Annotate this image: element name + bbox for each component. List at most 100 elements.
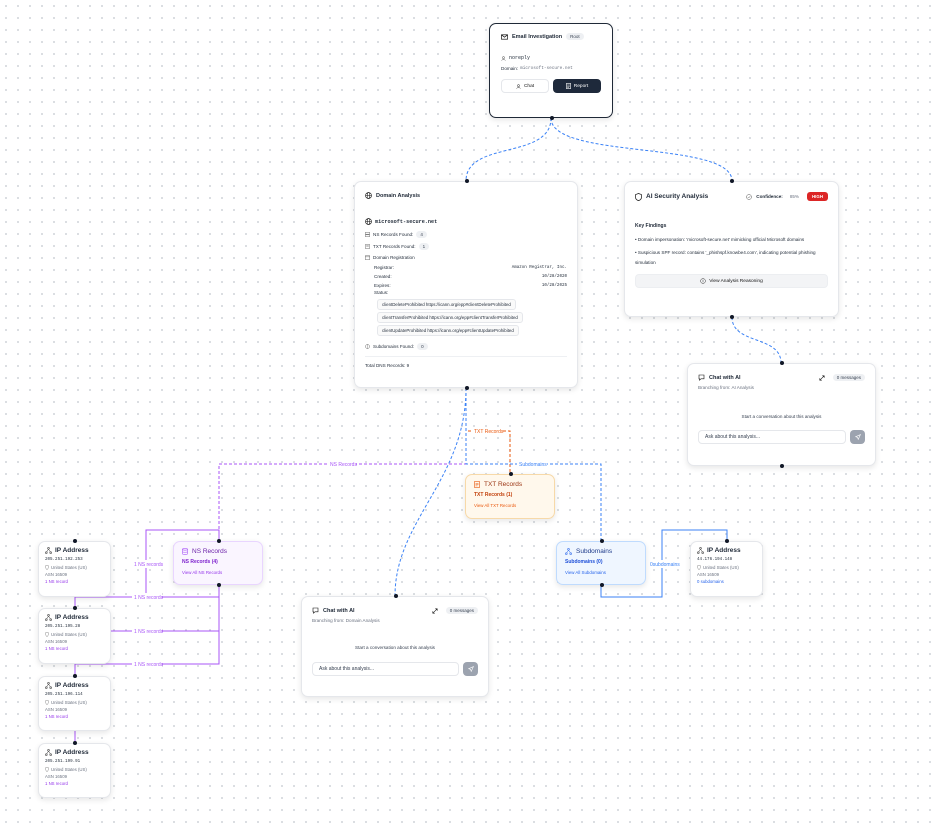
bulb-icon	[700, 278, 706, 284]
edge-ai-chat	[731, 316, 782, 364]
node-handle[interactable]	[465, 179, 469, 183]
node-handle[interactable]	[600, 583, 604, 587]
domain-analysis-node[interactable]: Domain Analysis microsoft-secure.net NS …	[354, 179, 578, 390]
ip-link[interactable]: 1 NS record	[45, 714, 68, 719]
ip-asn: ASN 16509	[45, 639, 67, 644]
node-handle[interactable]	[730, 179, 734, 183]
chat-input[interactable]: Ask about this analysis...	[698, 430, 846, 444]
node-title: Domain Analysis	[376, 192, 421, 199]
status-chip: clientUpdateProhibited https://icann.org…	[377, 325, 519, 336]
ip-address-node[interactable]: IP Address 44.176.194.148 United States …	[690, 539, 763, 597]
edge-label-ns-4: 1 NS records	[134, 662, 164, 668]
ip-value: 205.251.196.114	[45, 693, 83, 697]
chat-input-placeholder: Ask about this analysis...	[705, 434, 761, 440]
node-handle[interactable]	[730, 315, 734, 319]
empty-chat-message: Start a conversation about this analysis	[355, 645, 435, 650]
network-icon	[697, 547, 704, 554]
created-value: 10/28/2020	[541, 274, 567, 279]
ip-country: United States (US)	[51, 632, 87, 637]
location-pin-icon	[45, 632, 49, 637]
chat-domain-analysis-node[interactable]: Chat with AI 0 messages Branching from: …	[301, 594, 489, 697]
email-investigation-node[interactable]: Email Investigation Root noreply Domain:…	[489, 23, 613, 120]
node-handle[interactable]	[465, 386, 469, 390]
created-label: Created:	[374, 274, 392, 279]
view-all-subdomains-link[interactable]: View All Subdomains	[565, 570, 606, 575]
node-handle[interactable]	[217, 539, 221, 543]
ai-security-analysis-node[interactable]: AI Security Analysis Confidence: 85% HIG…	[624, 179, 839, 319]
chat-button[interactable]: Chat	[501, 79, 550, 93]
chat-bubble-icon	[312, 607, 319, 614]
registrar-value: Amazon Registrar, Inc.	[511, 265, 567, 270]
send-button[interactable]	[463, 662, 478, 676]
node-handle[interactable]	[780, 361, 784, 365]
ip-link[interactable]: 1 NS record	[45, 646, 68, 651]
node-title: Email Investigation	[512, 33, 563, 40]
node-handle[interactable]	[73, 606, 77, 610]
ip-value: 205.251.192.253	[45, 558, 83, 562]
edge-root-domain	[465, 117, 552, 182]
ip-link[interactable]: 0 subdomains	[697, 579, 724, 584]
chat-input-placeholder: Ask about this analysis...	[319, 666, 375, 672]
ip-asn: ASN 16509	[45, 774, 67, 779]
branch-info: Branching from: Domain Analysis	[312, 618, 380, 623]
node-title: Chat with AI	[709, 374, 741, 381]
node-handle[interactable]	[217, 583, 221, 587]
ip-link[interactable]: 1 NS record	[45, 781, 68, 786]
chat-ai-analysis-node[interactable]: Chat with AI 0 messages Branching from: …	[687, 361, 876, 468]
ip-address-node[interactable]: IP Address 205.251.192.253 United States…	[38, 539, 111, 597]
ns-records-node[interactable]: NS Records NS Records (4) View All NS Re…	[173, 539, 263, 587]
confidence-value: 85%	[789, 194, 800, 199]
ip-country: United States (US)	[51, 700, 87, 705]
ip-asn: ASN 16509	[697, 572, 719, 577]
report-button[interactable]: Report	[553, 79, 601, 93]
ip-value: 205.251.199.91	[45, 760, 81, 764]
ip-value: 205.251.195.28	[45, 625, 81, 629]
node-handle[interactable]	[725, 539, 729, 543]
view-all-ns-link[interactable]: View All NS Records	[182, 570, 223, 575]
expand-icon[interactable]	[819, 375, 825, 381]
node-handle[interactable]	[73, 741, 77, 745]
node-handle[interactable]	[780, 464, 784, 468]
sender-user: noreply	[509, 55, 531, 61]
chat-input[interactable]: Ask about this analysis...	[312, 662, 459, 676]
send-icon	[467, 666, 474, 672]
finding-item: • Domain impersonation: 'microsoft-secur…	[635, 237, 805, 242]
domain-label: Domain:	[501, 66, 519, 71]
view-reasoning-button[interactable]: View Analysis Reasoning	[635, 274, 828, 288]
registration-label: Domain Registration	[373, 255, 415, 260]
subdomains-count-label: Subdomains Found:	[373, 344, 415, 349]
ip-address-node[interactable]: IP Address 205.251.199.91 United States …	[38, 741, 111, 798]
expand-icon[interactable]	[432, 608, 438, 614]
subdomains-node[interactable]: Subdomains Subdomains (0) View All Subdo…	[556, 539, 646, 587]
subdomains-count: 0	[417, 343, 428, 350]
node-handle[interactable]	[73, 674, 77, 678]
sitemap-icon	[365, 344, 370, 349]
txt-count-label: TXT Records Found:	[373, 244, 416, 249]
ip-link[interactable]: 1 NS record	[45, 579, 68, 584]
total-dns-records: Total DNS Records: 9	[365, 356, 567, 368]
view-all-txt-link[interactable]: View All TXT Records	[474, 503, 517, 508]
node-handle[interactable]	[73, 539, 77, 543]
edge-label-txt: TXT Records	[474, 429, 504, 435]
node-handle[interactable]	[394, 594, 398, 598]
node-title: Subdomains	[576, 548, 613, 555]
node-handle[interactable]	[600, 539, 604, 543]
messages-count: 0 messages	[832, 374, 865, 381]
node-handle[interactable]	[509, 472, 513, 476]
document-icon	[474, 481, 480, 488]
location-pin-icon	[45, 700, 49, 705]
report-button-label: Report	[573, 83, 589, 89]
txt-count: 1	[418, 243, 430, 250]
status-chip: clientTransferProhibited https://icann.o…	[377, 312, 523, 323]
ip-address-node[interactable]: IP Address 205.251.196.114 United States…	[38, 674, 111, 731]
ip-address-node[interactable]: IP Address 205.251.195.28 United States …	[38, 606, 111, 664]
node-handle[interactable]	[550, 116, 554, 120]
txt-records-node[interactable]: TXT Records TXT Records (1) View All TXT…	[465, 472, 555, 519]
calendar-icon	[365, 255, 370, 260]
edge-domain-subdomains	[465, 388, 602, 541]
edge-label-subdomains: Subdomains	[519, 462, 547, 468]
node-title: AI Security Analysis	[646, 193, 709, 200]
node-title: IP Address	[55, 749, 89, 756]
send-button[interactable]	[850, 430, 865, 444]
